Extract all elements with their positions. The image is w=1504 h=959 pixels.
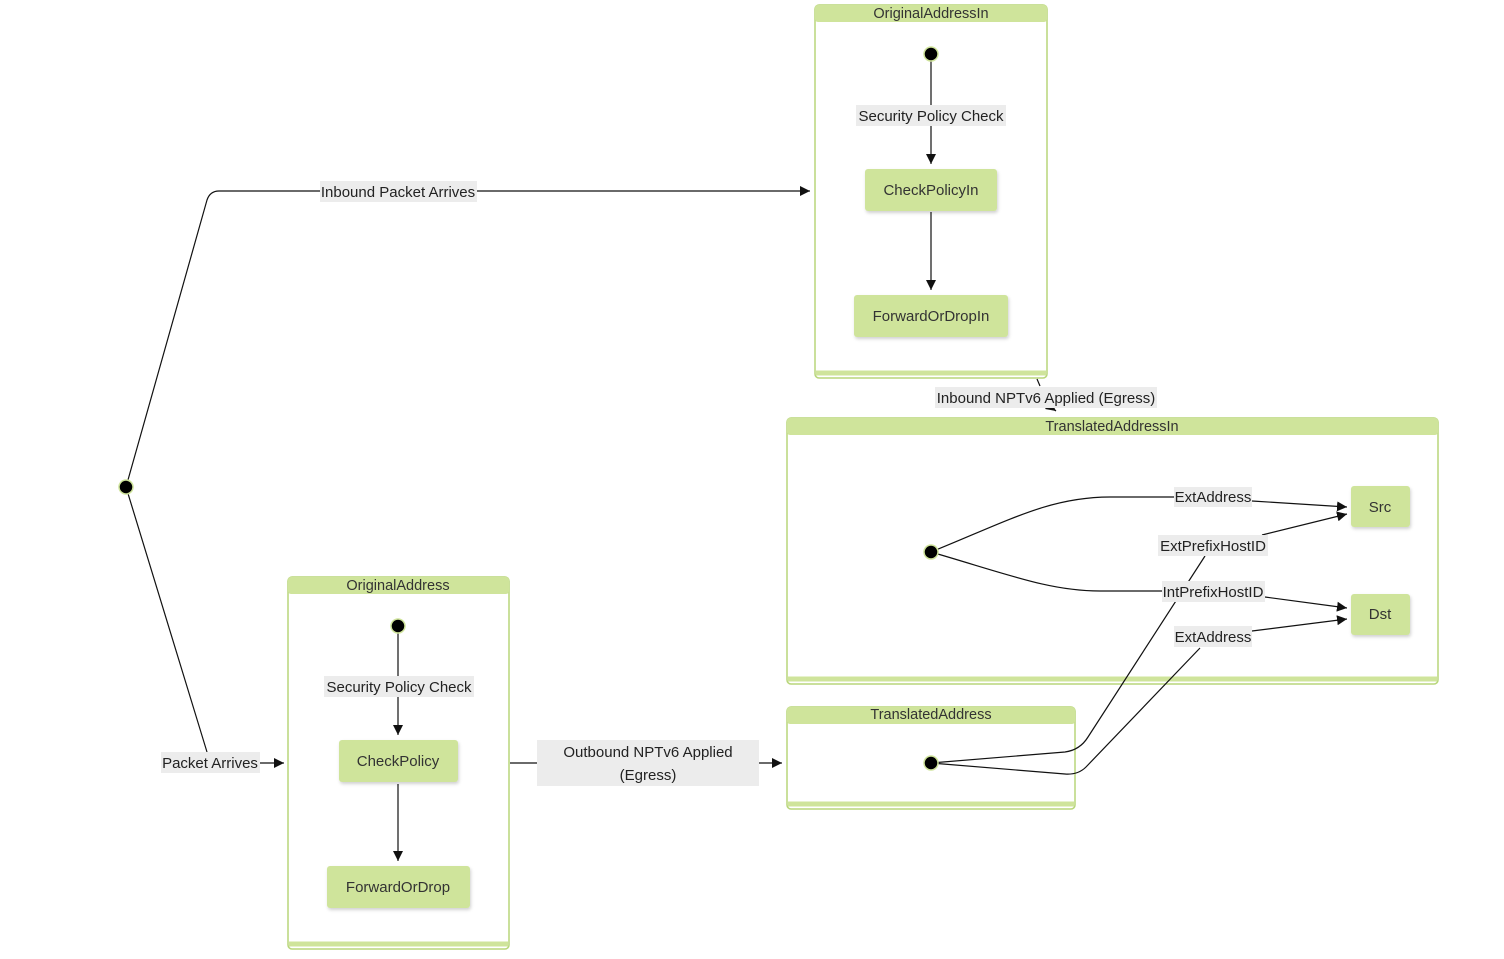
- initial-node-translated-address[interactable]: [923, 755, 939, 771]
- initial-node-original-address-in[interactable]: [923, 46, 939, 62]
- state-label-dst: Dst: [1369, 606, 1392, 623]
- initial-node-original-address[interactable]: [390, 618, 406, 634]
- label-outbound-nptv6[interactable]: Outbound NPTv6 Applied (Egress): [537, 740, 759, 786]
- edge-ext-address-dst[interactable]: [930, 619, 1347, 775]
- initial-node-root[interactable]: [118, 479, 134, 495]
- edge-ext-prefix-host-id[interactable]: [930, 514, 1347, 764]
- edge-labels: Inbound Packet Arrives Packet Arrives Se…: [161, 105, 1268, 786]
- svg-text:Security Policy Check: Security Policy Check: [858, 108, 1004, 125]
- container-title-original-address: OriginalAddress: [346, 578, 449, 594]
- svg-text:ExtPrefixHostID: ExtPrefixHostID: [1160, 538, 1266, 555]
- container-title-translated-address-in: TranslatedAddressIn: [1045, 419, 1178, 435]
- svg-text:ExtAddress: ExtAddress: [1175, 489, 1252, 506]
- state-label-forward-or-drop-in: ForwardOrDropIn: [873, 308, 990, 325]
- svg-text:Outbound NPTv6 Applied: Outbound NPTv6 Applied: [563, 744, 732, 761]
- container-title-original-address-in: OriginalAddressIn: [873, 6, 988, 22]
- state-label-src: Src: [1369, 499, 1392, 516]
- initial-node-translated-address-in[interactable]: [923, 544, 939, 560]
- state-src[interactable]: Src: [1351, 486, 1410, 527]
- svg-text:IntPrefixHostID: IntPrefixHostID: [1163, 584, 1264, 601]
- state-dst[interactable]: Dst: [1351, 594, 1410, 635]
- edge-ext-address-src[interactable]: [930, 497, 1347, 553]
- container-title-translated-address: TranslatedAddress: [870, 707, 991, 723]
- edge-packet-arrives[interactable]: [125, 486, 284, 763]
- edge-inbound-packet-arrives[interactable]: [125, 186, 810, 488]
- label-ext-address-src[interactable]: ExtAddress: [1174, 487, 1252, 507]
- label-int-prefix-host-id[interactable]: IntPrefixHostID: [1162, 581, 1265, 602]
- state-label-check-policy-in: CheckPolicyIn: [883, 182, 978, 199]
- label-ext-prefix-host-id[interactable]: ExtPrefixHostID: [1158, 535, 1268, 556]
- edge-inbound-nptv6[interactable]: [1036, 378, 1056, 411]
- label-ext-address-dst[interactable]: ExtAddress: [1174, 626, 1252, 647]
- label-packet-arrives[interactable]: Packet Arrives: [161, 752, 260, 773]
- edge-int-prefix-host-id[interactable]: [930, 551, 1347, 608]
- svg-text:Inbound Packet Arrives: Inbound Packet Arrives: [321, 184, 475, 201]
- label-inbound-packet-arrives[interactable]: Inbound Packet Arrives: [320, 181, 477, 202]
- label-security-policy-check-in[interactable]: Security Policy Check: [856, 105, 1006, 126]
- label-security-policy-check[interactable]: Security Policy Check: [324, 676, 474, 697]
- svg-text:Security Policy Check: Security Policy Check: [326, 679, 472, 696]
- state-forward-or-drop[interactable]: ForwardOrDrop: [327, 866, 470, 908]
- state-check-policy-in[interactable]: CheckPolicyIn: [865, 169, 997, 211]
- state-check-policy[interactable]: CheckPolicy: [339, 740, 458, 782]
- initial-nodes: [118, 46, 939, 771]
- svg-text:Packet Arrives: Packet Arrives: [162, 755, 258, 772]
- svg-text:(Egress): (Egress): [620, 767, 677, 784]
- edges: [125, 56, 1347, 861]
- label-inbound-nptv6[interactable]: Inbound NPTv6 Applied (Egress): [935, 387, 1157, 408]
- svg-text:ExtAddress: ExtAddress: [1175, 629, 1252, 646]
- state-label-forward-or-drop: ForwardOrDrop: [346, 879, 450, 896]
- container-translated-address-in[interactable]: TranslatedAddressIn: [786, 417, 1439, 685]
- svg-text:Inbound NPTv6 Applied (Egress): Inbound NPTv6 Applied (Egress): [937, 390, 1155, 407]
- state-forward-or-drop-in[interactable]: ForwardOrDropIn: [854, 295, 1008, 337]
- state-label-check-policy: CheckPolicy: [357, 753, 440, 770]
